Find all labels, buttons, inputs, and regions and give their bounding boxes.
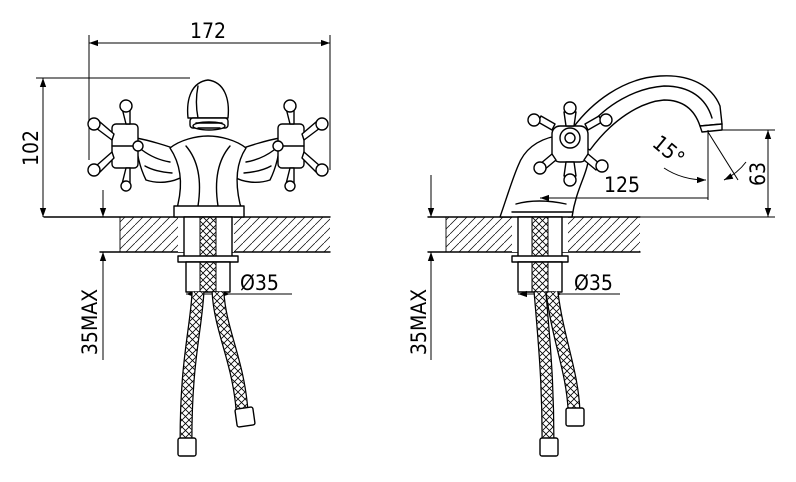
- side-threaded-shank: Ø35: [511, 216, 620, 298]
- side-spout-height-label: 63: [746, 162, 770, 186]
- front-view: 172 102 35MAX: [19, 19, 331, 457]
- front-right-cross-handle-icon: [272, 99, 329, 192]
- side-flexible-hoses: [533, 291, 585, 457]
- front-max-dimension: 35MAX: [78, 190, 107, 360]
- side-max-label: 35MAX: [407, 289, 431, 355]
- front-width-dimension: 172: [88, 19, 331, 170]
- side-max-dimension: 35MAX: [407, 175, 435, 360]
- front-max-label: 35MAX: [78, 289, 102, 355]
- side-view: 35MAX: [407, 75, 775, 457]
- front-flexible-hoses: [177, 291, 256, 457]
- side-hole-label: Ø35: [574, 271, 613, 295]
- side-spout: [565, 75, 723, 151]
- side-spout-height-dimension: 63: [640, 129, 775, 218]
- front-width-label: 172: [190, 19, 226, 43]
- front-spout: [186, 79, 230, 131]
- front-height-label: 102: [19, 130, 43, 166]
- front-height-dimension: 102: [19, 77, 190, 217]
- front-central-body: [169, 135, 247, 218]
- side-angle-label: 15°: [648, 131, 689, 171]
- side-cross-handle-icon: [527, 101, 613, 187]
- side-reach-dimension: 125: [540, 130, 709, 202]
- front-left-cross-handle-icon: [87, 99, 144, 192]
- side-angle-dimension: 15°: [648, 131, 747, 184]
- side-reach-label: 125: [604, 173, 640, 197]
- front-hole-label: Ø35: [240, 271, 279, 295]
- front-threaded-shank: Ø35: [177, 216, 292, 298]
